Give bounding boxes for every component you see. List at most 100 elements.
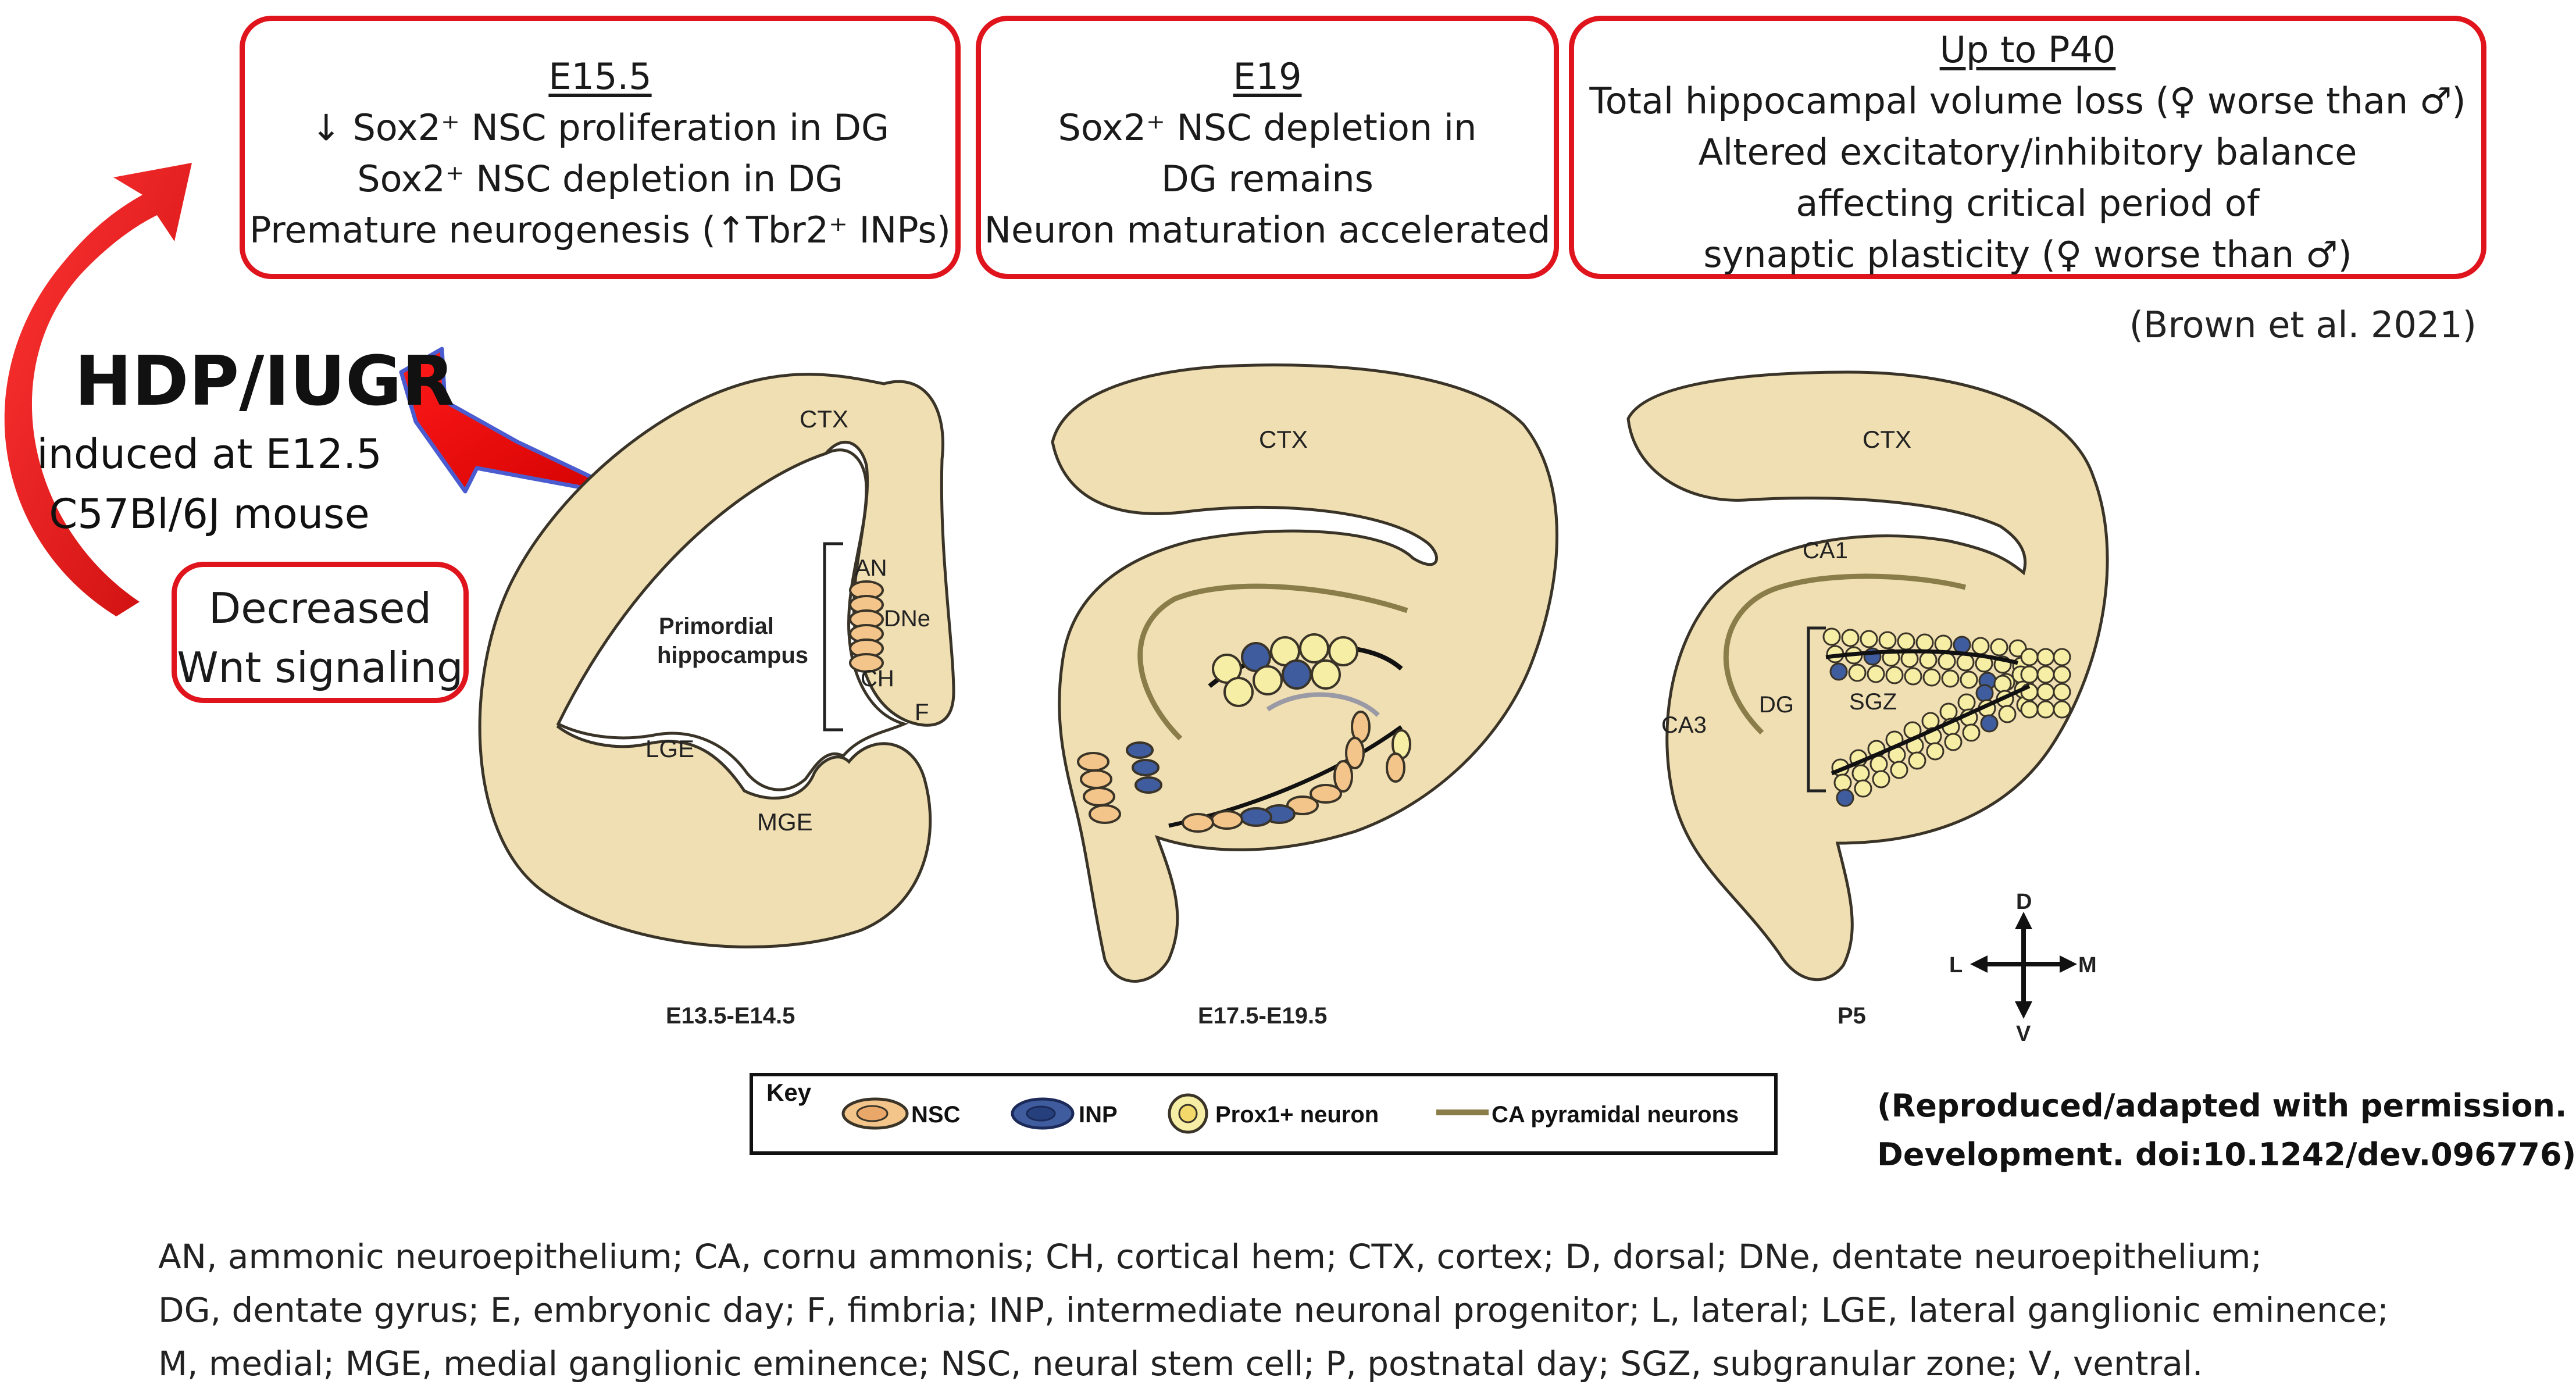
p1-stage-label: E13.5-E14.5: [666, 1003, 795, 1029]
diagram-artwork: CTX AN DNe CH F Primordial hippocampus L…: [4, 163, 2109, 1155]
key-inp: INP: [1079, 1102, 1118, 1128]
p2-label-ctx: CTX: [1259, 426, 1308, 453]
p2-dentate-inner: [1266, 692, 1380, 717]
dg-granule-cell: [1941, 669, 1960, 688]
p2-stage-label: E17.5-E19.5: [1198, 1003, 1327, 1029]
dg-granule-cell: [1908, 751, 1926, 770]
e19-header: E19: [1233, 55, 1302, 98]
p1-label-lge: LGE: [645, 735, 694, 762]
panel-e13-section: CTX AN DNe CH F Primordial hippocampus L…: [478, 373, 955, 1029]
p2-prox1-neurons-upper: [1212, 633, 1358, 707]
p3-ca-pyramidal-layer: [1724, 573, 1967, 735]
e15-5-line-2: Sox2⁺ NSC depletion in DG: [357, 158, 843, 200]
inp-legend-icon: [1011, 1097, 1075, 1130]
dg-granule-cell: [1854, 779, 1872, 798]
wnt-line-2: Wnt signaling: [177, 643, 463, 692]
dg-granule-cell: [1851, 764, 1870, 783]
dg-granule-cell: [2053, 700, 2071, 719]
dg-granule-cell: [1998, 705, 2017, 723]
dg-granule-cell: [2053, 665, 2071, 684]
dg-granule-cell: [1926, 742, 1945, 761]
compass-m: M: [2078, 953, 2097, 977]
key-title: Key: [766, 1079, 812, 1106]
p1-tissue: [478, 373, 955, 949]
p3-sgz-lower: [1831, 684, 2031, 776]
p2-nsc-cluster-left: [1077, 741, 1162, 824]
dg-granule-cell: [1956, 653, 1975, 672]
p1-label-primordial: Primordial: [659, 613, 774, 639]
dg-granule-cell: [1867, 665, 1885, 683]
dg-granule-cell: [1939, 702, 1958, 721]
hdp-line-2: C57Bl/6J mouse: [49, 490, 370, 538]
dg-granule-cell: [1990, 638, 2008, 657]
dg-granule-cell: [2020, 665, 2039, 684]
dg-granule-cell: [1836, 789, 1854, 807]
dg-granule-cell: [1962, 723, 1981, 742]
dg-granule-cell: [2053, 683, 2071, 701]
e15-5-findings-box: E15.5 ↓ Sox2⁺ NSC proliferation in DG So…: [240, 16, 961, 279]
p3-label-sgz: SGZ: [1849, 689, 1897, 715]
p3-dentate-gyrus-blade: [1822, 627, 2071, 807]
compass-d: D: [2016, 890, 2032, 914]
dg-granule-cell: [1919, 651, 1938, 669]
key-nsc: NSC: [911, 1102, 960, 1128]
hdp-line-1: induced at E12.5: [37, 430, 382, 478]
e19-findings-box: E19 Sox2⁺ NSC depletion in DG remains Ne…: [976, 16, 1559, 279]
dg-granule-cell: [1938, 652, 1956, 670]
reproduction-notice: (Reproduced/adapted with permission. Dev…: [1877, 1082, 2576, 1179]
e15-5-header: E15.5: [548, 55, 652, 98]
p1-ventricle: [556, 448, 909, 791]
legend-key: Key NSC INP Prox1+ neuron CA pyramidal n…: [750, 1073, 1778, 1155]
p40-line-2: Altered excitatory/inhibitory balance: [1698, 131, 2357, 173]
dg-granule-cell: [1944, 733, 1963, 751]
reproduction-line-1: (Reproduced/adapted with permission.: [1877, 1087, 2567, 1124]
e19-line-2: DG remains: [1161, 158, 1373, 200]
dg-granule-cell: [2036, 648, 2055, 666]
dg-granule-cell: [1878, 631, 1897, 650]
wnt-line-1: Decreased: [208, 584, 432, 633]
dg-granule-cell: [1897, 632, 1915, 651]
panel-e17-section: CTX E17.5-E19.5: [1051, 363, 1558, 1029]
p1-nsc-cells: [849, 580, 884, 673]
compass-l: L: [1949, 953, 1963, 977]
dg-granule-cell: [2036, 665, 2055, 684]
p2-nsc-chain: [1182, 711, 1411, 833]
p1-label-f: F: [915, 700, 929, 725]
dg-granule-cell: [1860, 630, 1878, 648]
p40-header: Up to P40: [1939, 28, 2116, 71]
p1-label-an: AN: [855, 555, 887, 581]
figure: E15.5 ↓ Sox2⁺ NSC proliferation in DG So…: [4, 16, 2576, 1383]
e19-line-1: Sox2⁺ NSC depletion in: [1058, 106, 1477, 149]
citation: (Brown et al. 2021): [2129, 304, 2477, 346]
p1-bracket: [823, 542, 843, 732]
p3-label-ca3: CA3: [1661, 712, 1707, 738]
nsc-legend-icon: [841, 1097, 909, 1130]
dg-granule-cell: [1848, 663, 1867, 682]
dg-granule-cell: [1829, 662, 1848, 681]
dg-granule-cell: [1890, 761, 1908, 779]
dg-granule-cell: [1980, 714, 1999, 733]
dg-granule-cell: [1915, 633, 1934, 652]
hdp-iugr-block: HDP/IUGR induced at E12.5 C57Bl/6J mouse: [23, 337, 465, 544]
dg-granule-cell: [2053, 648, 2071, 666]
wnt-signaling-box: Decreased Wnt signaling: [172, 562, 469, 703]
p3-label-ca1: CA1: [1803, 538, 1848, 563]
footer-line-3: M, medial; MGE, medial ganglionic eminen…: [158, 1344, 2203, 1383]
reproduction-line-2: Development. doi:10.1242/dev.096776): [1877, 1136, 2576, 1173]
p40-findings-box: Up to P40 Total hippocampal volume loss …: [1569, 16, 2486, 279]
dg-granule-cell: [2036, 683, 2055, 701]
p3-label-ctx: CTX: [1863, 426, 1911, 453]
p3-stage-label: P5: [1838, 1003, 1866, 1029]
orientation-compass-icon: D V L M: [1949, 890, 2097, 1046]
p1-label-dne: DNe: [884, 606, 930, 632]
e15-5-line-3: Premature neurogenesis (↑Tbr2⁺ INPs): [249, 209, 951, 251]
dg-granule-cell: [1841, 629, 1860, 647]
dg-granule-cell: [1934, 634, 1953, 653]
dg-granule-cell: [1975, 684, 1994, 702]
footer-line-2: DG, dentate gyrus; E, embryonic day; F, …: [158, 1290, 2389, 1330]
dg-granule-cell: [1904, 667, 1922, 686]
dg-granule-cell: [1960, 670, 1978, 689]
dg-granule-cell: [1971, 637, 1990, 655]
p1-label-mge: MGE: [757, 808, 813, 836]
hdp-title: HDP/IUGR: [74, 341, 455, 421]
